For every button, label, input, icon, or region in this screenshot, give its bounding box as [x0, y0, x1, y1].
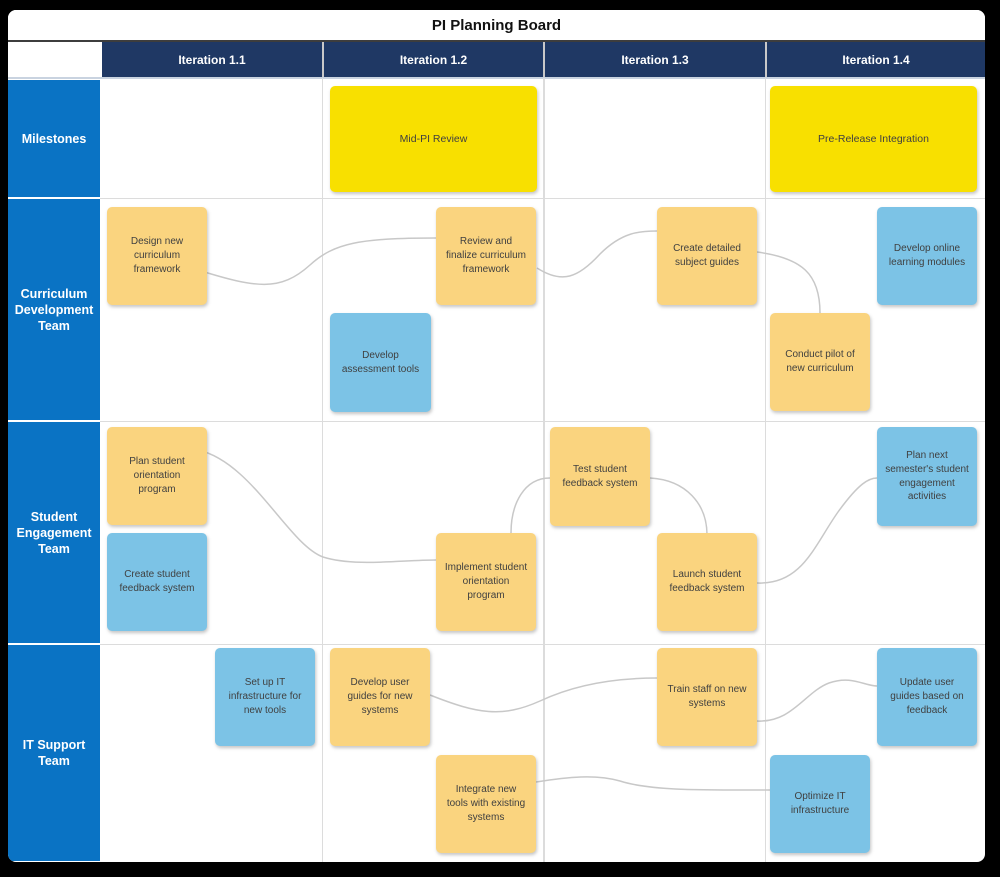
card-label: Mid-PI Review	[399, 132, 468, 145]
card-label: Train staff on new systems	[667, 684, 747, 709]
card-label: Implement student orientation program	[444, 562, 528, 601]
grid-line-horizontal	[100, 420, 985, 422]
connector-train-staff-new-systems-to-update-user-guides	[756, 679, 878, 722]
card-label: Integrate new tools with existing system…	[446, 784, 526, 823]
grid-line-vertical	[764, 78, 766, 862]
task-card-launch-student-feedback-system[interactable]: Launch student feedback system	[657, 533, 757, 631]
task-card-test-student-feedback-system[interactable]: Test student feedback system	[550, 427, 650, 526]
task-card-review-finalize-curriculum-framework[interactable]: Review and finalize curriculum framework	[436, 207, 536, 305]
grid-line-horizontal	[100, 197, 985, 199]
card-label: Optimize IT infrastructure	[790, 791, 850, 816]
card-label: Develop user guides for new systems	[347, 677, 413, 716]
connector-create-detailed-subject-guides-to-conduct-pilot-new-curriculum	[756, 251, 821, 314]
page-title: PI Planning Board	[8, 10, 985, 42]
task-card-integrate-new-tools[interactable]: Integrate new tools with existing system…	[436, 755, 536, 853]
pi-planning-board: PI Planning Board Iteration 1.1 Iteratio…	[8, 10, 985, 862]
column-header-iteration-1-3: Iteration 1.3	[545, 42, 765, 78]
card-label: Plan student orientation program	[129, 456, 185, 495]
column-header-row: Iteration 1.1 Iteration 1.2 Iteration 1.…	[102, 42, 985, 78]
grid-line-vertical	[543, 78, 545, 862]
card-label: Pre-Release Integration	[818, 132, 929, 145]
connector-design-new-curriculum-framework-to-review-finalize-curriculum-framework	[197, 237, 437, 286]
task-card-create-detailed-subject-guides[interactable]: Create detailed subject guides	[657, 207, 757, 305]
enabler-card-set-up-it-infrastructure[interactable]: Set up IT infrastructure for new tools	[215, 648, 315, 746]
card-label: Update user guides based on feedback	[890, 677, 964, 716]
grid-line-horizontal	[100, 643, 985, 645]
column-header-iteration-1-2: Iteration 1.2	[324, 42, 543, 78]
enabler-card-create-student-feedback-system[interactable]: Create student feedback system	[107, 533, 207, 631]
task-card-develop-user-guides[interactable]: Develop user guides for new systems	[330, 648, 430, 746]
card-label: Launch student feedback system	[669, 569, 745, 594]
task-card-train-staff-new-systems[interactable]: Train staff on new systems	[657, 648, 757, 746]
row-header-student-engagement-team: Student Engagement Team	[8, 422, 100, 643]
connector-launch-student-feedback-system-to-plan-next-semester-engagement-activities	[756, 477, 878, 584]
enabler-card-optimize-it-infrastructure[interactable]: Optimize IT infrastructure	[770, 755, 870, 853]
enabler-card-update-user-guides[interactable]: Update user guides based on feedback	[877, 648, 977, 746]
card-label: Create student feedback system	[119, 569, 195, 594]
row-header-it-support-team: IT Support Team	[8, 645, 100, 861]
task-card-implement-student-orientation-program[interactable]: Implement student orientation program	[436, 533, 536, 631]
task-card-conduct-pilot-new-curriculum[interactable]: Conduct pilot of new curriculum	[770, 313, 870, 411]
grid-line-vertical	[321, 78, 323, 862]
enabler-card-develop-assessment-tools[interactable]: Develop assessment tools	[330, 313, 431, 412]
card-label: Develop online learning modules	[888, 243, 966, 268]
card-label: Set up IT infrastructure for new tools	[228, 677, 302, 716]
card-label: Plan next semester's student engagement …	[885, 449, 969, 503]
task-card-design-new-curriculum-framework[interactable]: Design new curriculum framework	[107, 207, 207, 305]
connector-review-finalize-curriculum-framework-to-create-detailed-subject-guides	[536, 230, 658, 278]
column-header-iteration-1-4: Iteration 1.4	[767, 42, 985, 78]
milestone-card-pre-release-integration[interactable]: Pre-Release Integration	[770, 86, 977, 192]
row-header-milestones: Milestones	[8, 80, 100, 197]
card-label: Create detailed subject guides	[673, 243, 741, 268]
row-header-curriculum-development-team: Curriculum Development Team	[8, 199, 100, 420]
card-label: Conduct pilot of new curriculum	[785, 349, 855, 374]
task-card-plan-student-orientation-program[interactable]: Plan student orientation program	[107, 427, 207, 525]
enabler-card-develop-online-learning-modules[interactable]: Develop online learning modules	[877, 207, 977, 305]
connector-integrate-new-tools-to-optimize-it-infrastructure	[535, 776, 771, 791]
card-label: Develop assessment tools	[341, 349, 420, 375]
connector-plan-student-orientation-program-to-implement-student-orientation-program	[197, 449, 437, 564]
header-divider-line	[8, 77, 985, 79]
milestone-card-mid-pi-review[interactable]: Mid-PI Review	[330, 86, 537, 192]
card-label: Review and finalize curriculum framework	[445, 236, 527, 275]
enabler-card-plan-next-semester-engagement-activities[interactable]: Plan next semester's student engagement …	[877, 427, 977, 526]
column-header-iteration-1-1: Iteration 1.1	[102, 42, 322, 78]
card-label: Test student feedback system	[562, 463, 638, 489]
card-label: Design new curriculum framework	[130, 236, 184, 275]
connector-test-student-feedback-system-to-launch-student-feedback-system	[649, 477, 708, 536]
